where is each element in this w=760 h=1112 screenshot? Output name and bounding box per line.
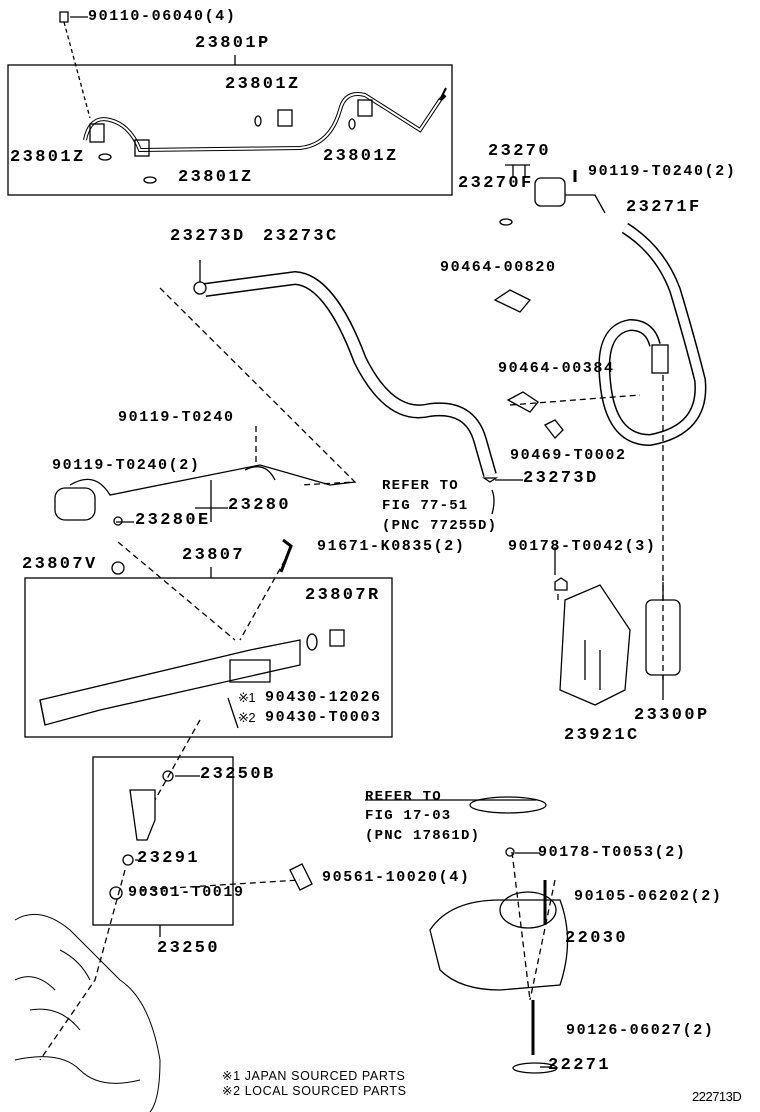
part-label-23801z[interactable]: 23801Z <box>178 168 254 187</box>
part-label-23807r[interactable]: 23807R <box>305 586 381 605</box>
part-label-23921c[interactable]: 23921C <box>564 726 640 745</box>
reference-fig-link[interactable]: FIG 77-51 <box>382 498 469 514</box>
part-label-90119-t0240-2[interactable]: 90119-T0240(2) <box>52 457 201 474</box>
figure-id: 222713D <box>692 1089 742 1104</box>
part-label-23270[interactable]: 23270 <box>488 142 552 161</box>
group-box-23801p <box>7 64 453 196</box>
part-label-90119-t0240[interactable]: 90119-T0240 <box>118 409 235 426</box>
part-label-23273d[interactable]: 23273D <box>523 469 599 488</box>
part-label-23801p[interactable]: 23801P <box>195 34 271 53</box>
part-label-90561-10020[interactable]: 90561-10020(4) <box>322 869 471 886</box>
group-box-23250 <box>92 756 234 926</box>
part-label-23801z[interactable]: 23801Z <box>225 75 301 94</box>
reference-fig-link[interactable]: FIG 17-03 <box>365 808 452 824</box>
part-label-23270f[interactable]: 23270F <box>458 174 534 193</box>
part-label-90178-t0042[interactable]: 90178-T0042(3) <box>508 538 657 555</box>
part-label-23280e[interactable]: 23280E <box>135 511 211 530</box>
reference-note-line: REFER TO <box>365 789 442 805</box>
part-label-91671-k0835[interactable]: 91671-K0835(2) <box>317 538 466 555</box>
part-label-90119-t0240-2[interactable]: 90119-T0240(2) <box>588 163 737 180</box>
part-label-90464-00820[interactable]: 90464-00820 <box>440 259 557 276</box>
part-label-22271[interactable]: 22271 <box>548 1056 612 1075</box>
reference-note-line: REFER TO <box>382 478 459 494</box>
part-label-90178-t0053[interactable]: 90178-T0053(2) <box>538 844 687 861</box>
fuel-pipe <box>83 92 447 153</box>
part-label-23250b[interactable]: 23250B <box>200 765 276 784</box>
footnote-japan-sourced: ※1 JAPAN SOURCED PARTS <box>222 1069 406 1083</box>
part-label-23801z[interactable]: 23801Z <box>323 147 399 166</box>
part-label-90430-12026[interactable]: 90430-12026 <box>265 689 382 706</box>
part-label-23807[interactable]: 23807 <box>182 546 246 565</box>
part-label-23273c[interactable]: 23273C <box>263 227 339 246</box>
group-box-23807 <box>24 577 393 738</box>
mark-japan: ※1 <box>238 690 256 705</box>
part-label-23280[interactable]: 23280 <box>228 496 292 515</box>
part-label-23801z[interactable]: 23801Z <box>10 148 86 167</box>
part-label-23271f[interactable]: 23271F <box>626 198 702 217</box>
part-label-90464-00384[interactable]: 90464-00384 <box>498 360 615 377</box>
part-label-90301-t0019[interactable]: 90301-T0019 <box>128 884 245 901</box>
part-label-22030[interactable]: 22030 <box>565 929 629 948</box>
mark-local: ※2 <box>238 710 256 725</box>
part-label-90430-t0003[interactable]: 90430-T0003 <box>265 709 382 726</box>
part-label-23273d[interactable]: 23273D <box>170 227 246 246</box>
part-label-23300p[interactable]: 23300P <box>634 706 710 725</box>
reference-pnc: (PNC 77255D) <box>382 518 498 534</box>
part-label-90105-06202[interactable]: 90105-06202(2) <box>574 888 723 905</box>
part-label-23807v[interactable]: 23807V <box>22 555 98 574</box>
part-label-90110-06040[interactable]: 90110-06040(4) <box>88 8 237 25</box>
part-label-23250[interactable]: 23250 <box>157 939 221 958</box>
part-label-23291[interactable]: 23291 <box>137 849 201 868</box>
reference-pnc: (PNC 17861D) <box>365 828 481 844</box>
footnote-local-sourced: ※2 LOCAL SOURCED PARTS <box>222 1084 407 1098</box>
part-label-90126-06027[interactable]: 90126-06027(2) <box>566 1022 715 1039</box>
part-label-90469-t0002[interactable]: 90469-T0002 <box>510 447 627 464</box>
